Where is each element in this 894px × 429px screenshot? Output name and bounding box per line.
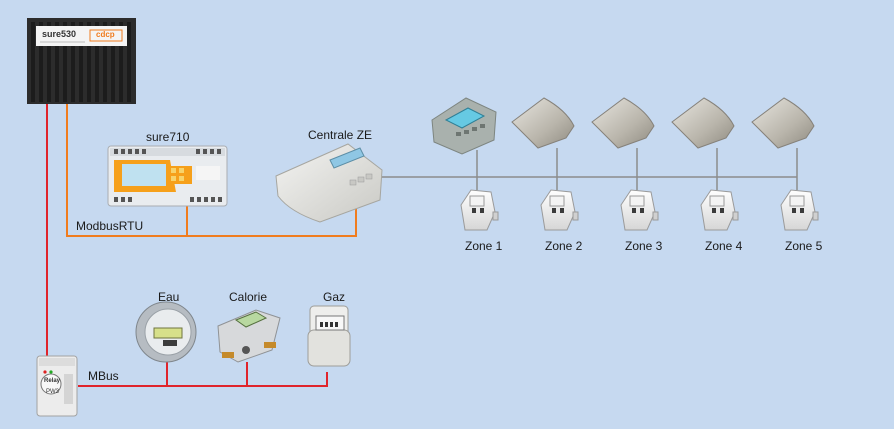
zone-label-5: Zone 5 bbox=[785, 239, 823, 253]
heat-meter bbox=[217, 309, 281, 363]
mbus-label: MBus bbox=[88, 369, 119, 383]
zone-valve-4 bbox=[700, 189, 739, 231]
meter-label-calorie: Calorie bbox=[229, 290, 268, 304]
sure710-label: sure710 bbox=[146, 130, 190, 144]
sure530-brand-text: sure530 bbox=[42, 29, 77, 39]
meter-label-gaz: Gaz bbox=[323, 290, 346, 304]
sure530-controller bbox=[27, 18, 136, 104]
relay-pw3-module bbox=[36, 355, 78, 417]
zone-label-4: Zone 4 bbox=[705, 239, 743, 253]
zone-valve-2 bbox=[540, 189, 579, 231]
zone-valve-5 bbox=[780, 189, 819, 231]
modbus-label: ModbusRTU bbox=[76, 219, 144, 233]
zone-label-2: Zone 2 bbox=[545, 239, 583, 253]
sure530-logo-text: cdcp bbox=[96, 30, 115, 39]
modbus-line bbox=[66, 104, 357, 237]
zone-valves bbox=[460, 189, 819, 231]
relay-brand-text: Relay bbox=[44, 378, 61, 384]
zone-bus-line bbox=[380, 148, 798, 190]
meter-label-eau: Eau bbox=[158, 290, 180, 304]
room-thermostat bbox=[431, 97, 497, 155]
centrale-ze-label: Centrale ZE bbox=[308, 128, 373, 142]
zone-label-3: Zone 3 bbox=[625, 239, 663, 253]
zone-valve-3 bbox=[620, 189, 659, 231]
relay-model-text: PW3 bbox=[46, 389, 60, 395]
sure710-controller bbox=[107, 145, 228, 207]
zone-valve-1 bbox=[460, 189, 499, 231]
room-sensors bbox=[511, 97, 815, 149]
gas-meter bbox=[307, 305, 351, 367]
water-meter bbox=[135, 301, 197, 363]
centrale-ze-unit bbox=[275, 143, 383, 223]
zone-label-1: Zone 1 bbox=[465, 239, 503, 253]
mbus-line bbox=[46, 104, 328, 387]
